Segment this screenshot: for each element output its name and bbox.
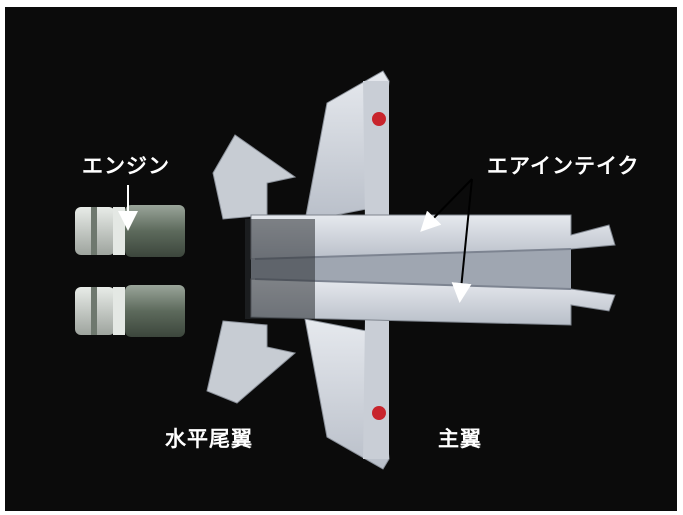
lower-engine [75, 285, 185, 337]
air-intake-label: エアインテイク [487, 154, 640, 178]
intake-arrow-lower [451, 178, 473, 303]
upper-roundel [372, 112, 386, 126]
fuselage-center [251, 249, 571, 289]
lower-horizontal-tail [206, 320, 297, 404]
intake-arrow-upper [420, 178, 473, 232]
engine-label: エンジン [82, 154, 170, 178]
main-wing-label: 主翼 [438, 427, 482, 451]
horizontal-tail-label: 水平尾翼 [165, 427, 253, 451]
upper-horizontal-tail [212, 134, 297, 220]
aircraft-model-photo [5, 7, 677, 511]
lower-roundel [372, 406, 386, 420]
upper-engine [75, 205, 185, 257]
